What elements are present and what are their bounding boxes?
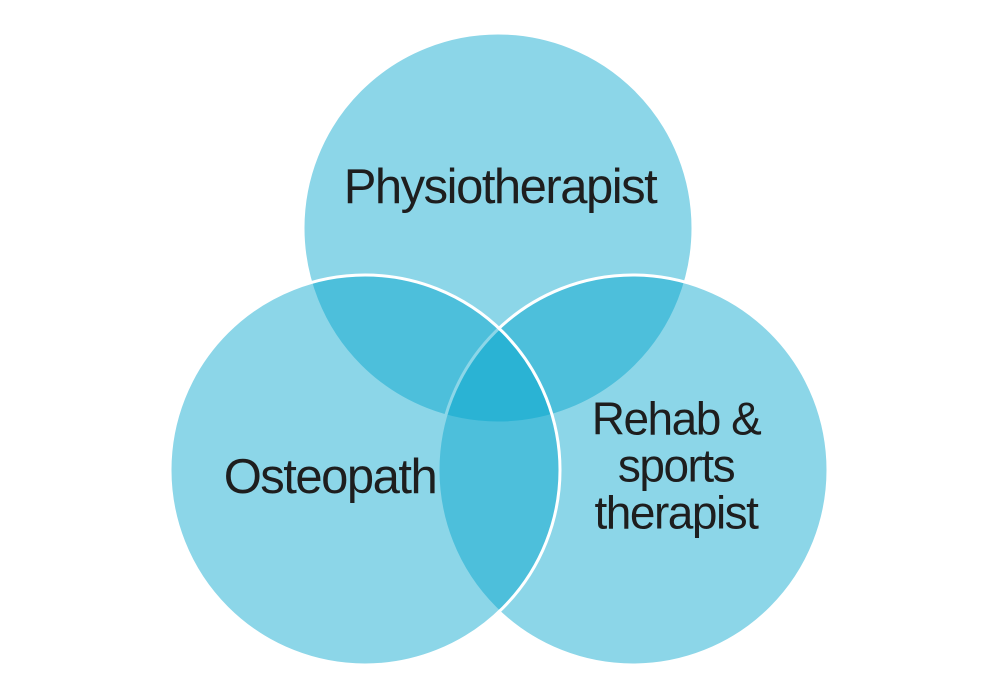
label-rehab-line-1: Rehab & [591,392,762,445]
label-osteopath: Osteopath [223,450,438,504]
label-rehab-line-3: therapist [594,486,759,539]
circle-osteopath [168,273,562,667]
label-rehab-line-2: sports [617,439,736,492]
label-physiotherapist: Physiotherapist [343,160,658,214]
circle-physiotherapist [301,31,695,425]
label-rehab-sports-therapist: Rehab & sports therapist [591,392,762,539]
